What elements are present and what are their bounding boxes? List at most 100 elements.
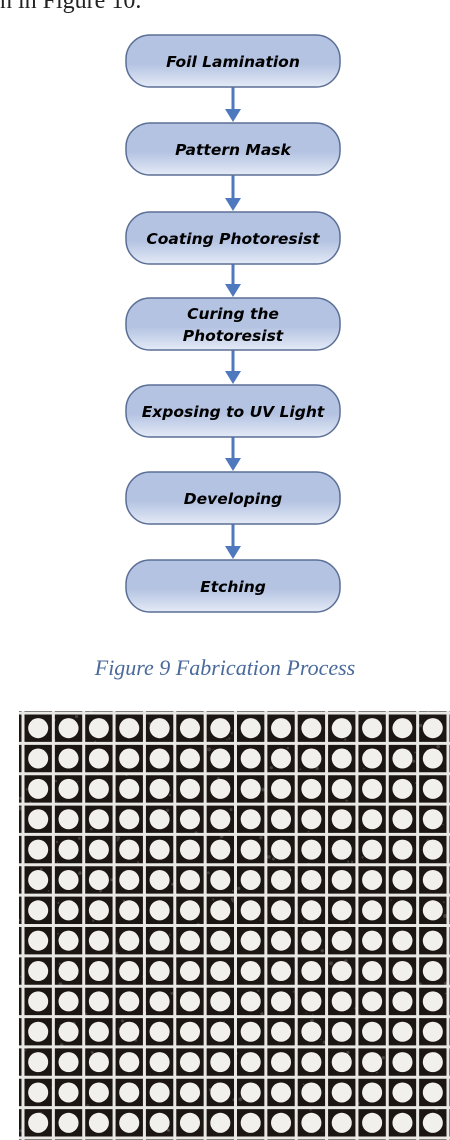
photo-dot (240, 1052, 261, 1073)
photo-dot (422, 1052, 443, 1073)
photo-dot (392, 900, 413, 921)
photo-dot (88, 1021, 109, 1042)
photo-dot (28, 1052, 49, 1073)
photo-dot (58, 930, 79, 951)
photo-dot (392, 991, 413, 1012)
photo-dot (362, 1021, 383, 1042)
flow-step-label: Photoresist (183, 327, 284, 345)
photo-dot (149, 991, 170, 1012)
photo-dot (240, 778, 261, 799)
photo-dot (362, 991, 383, 1012)
flow-arrow-5 (225, 437, 241, 471)
photo-dot (28, 930, 49, 951)
photo-dot (119, 900, 140, 921)
flow-step-label: Pattern Mask (175, 141, 292, 159)
photo-dot (179, 869, 200, 890)
photo-dot (392, 1021, 413, 1042)
photo-dot (149, 809, 170, 830)
photo-dot (179, 839, 200, 860)
photo-dot (210, 1112, 231, 1133)
page-top-text-fragment: n in Figure 10. (0, 0, 142, 14)
photo-dot (301, 1021, 322, 1042)
photo-dot (331, 1082, 352, 1103)
photo-dot (331, 961, 352, 982)
photo-dot (301, 991, 322, 1012)
etched-foil-array-photo (19, 711, 450, 1140)
photo-dot (58, 748, 79, 769)
photo-dot (28, 809, 49, 830)
photo-dot (362, 961, 383, 982)
photo-dot (422, 718, 443, 739)
photo-dot (210, 991, 231, 1012)
photo-dot (58, 718, 79, 739)
flow-step-label: Curing the (187, 305, 279, 323)
photo-dot (119, 718, 140, 739)
photo-dot (271, 1112, 292, 1133)
photo-dot (119, 1021, 140, 1042)
photo-dot (362, 930, 383, 951)
photo-dot (422, 778, 443, 799)
photo-dot (362, 1082, 383, 1103)
photo-dot (331, 1021, 352, 1042)
photo-dot (301, 930, 322, 951)
photo-dot (119, 961, 140, 982)
photo-dot (271, 1052, 292, 1073)
photo-dot (422, 809, 443, 830)
photo-dot (28, 1021, 49, 1042)
photo-dot (301, 1082, 322, 1103)
flow-step-box (125, 211, 341, 265)
photo-dot (28, 718, 49, 739)
photo-dot (28, 839, 49, 860)
photo-grid-lines (19, 711, 450, 1140)
photo-dot (179, 991, 200, 1012)
photo-dot (119, 930, 140, 951)
photo-dot (210, 869, 231, 890)
photo-dot (392, 961, 413, 982)
photo-dot (149, 1052, 170, 1073)
photo-dot (331, 900, 352, 921)
flow-step-label: Etching (200, 578, 266, 596)
photo-dot (58, 1082, 79, 1103)
flow-step-6: Developing (125, 471, 341, 525)
photo-dot (119, 991, 140, 1012)
photo-dot (271, 748, 292, 769)
photo-dot (58, 809, 79, 830)
photo-dot (88, 718, 109, 739)
photo-dot (362, 748, 383, 769)
flow-arrow-2 (225, 175, 241, 211)
photo-dot (301, 1052, 322, 1073)
photo-dot (240, 930, 261, 951)
photo-dot (149, 869, 170, 890)
photo-dot (331, 718, 352, 739)
photo-dot (119, 869, 140, 890)
photo-dot (88, 991, 109, 1012)
flow-step-box (125, 34, 341, 88)
photo-dot (271, 961, 292, 982)
photo-dot (88, 839, 109, 860)
flow-step-box (125, 384, 341, 438)
photo-dot (392, 1082, 413, 1103)
photo-dot (58, 1021, 79, 1042)
photo-dot (301, 748, 322, 769)
photo-dot (422, 930, 443, 951)
photo-dot (301, 718, 322, 739)
photo-dot (331, 809, 352, 830)
photo-dot (149, 1082, 170, 1103)
photo-dot (331, 839, 352, 860)
photo-dot (88, 809, 109, 830)
photo-dot (119, 1082, 140, 1103)
flow-step-box (125, 122, 341, 176)
photo-texture (19, 711, 450, 1138)
photo-dot (179, 961, 200, 982)
photo-dot (301, 809, 322, 830)
photo-dot (28, 1112, 49, 1133)
photo-dot (271, 1082, 292, 1103)
photo-dot (362, 1112, 383, 1133)
photo-dot (210, 900, 231, 921)
photo-dot (119, 809, 140, 830)
photo-dot (422, 961, 443, 982)
photo-dot (179, 1082, 200, 1103)
photo-dot (119, 1112, 140, 1133)
